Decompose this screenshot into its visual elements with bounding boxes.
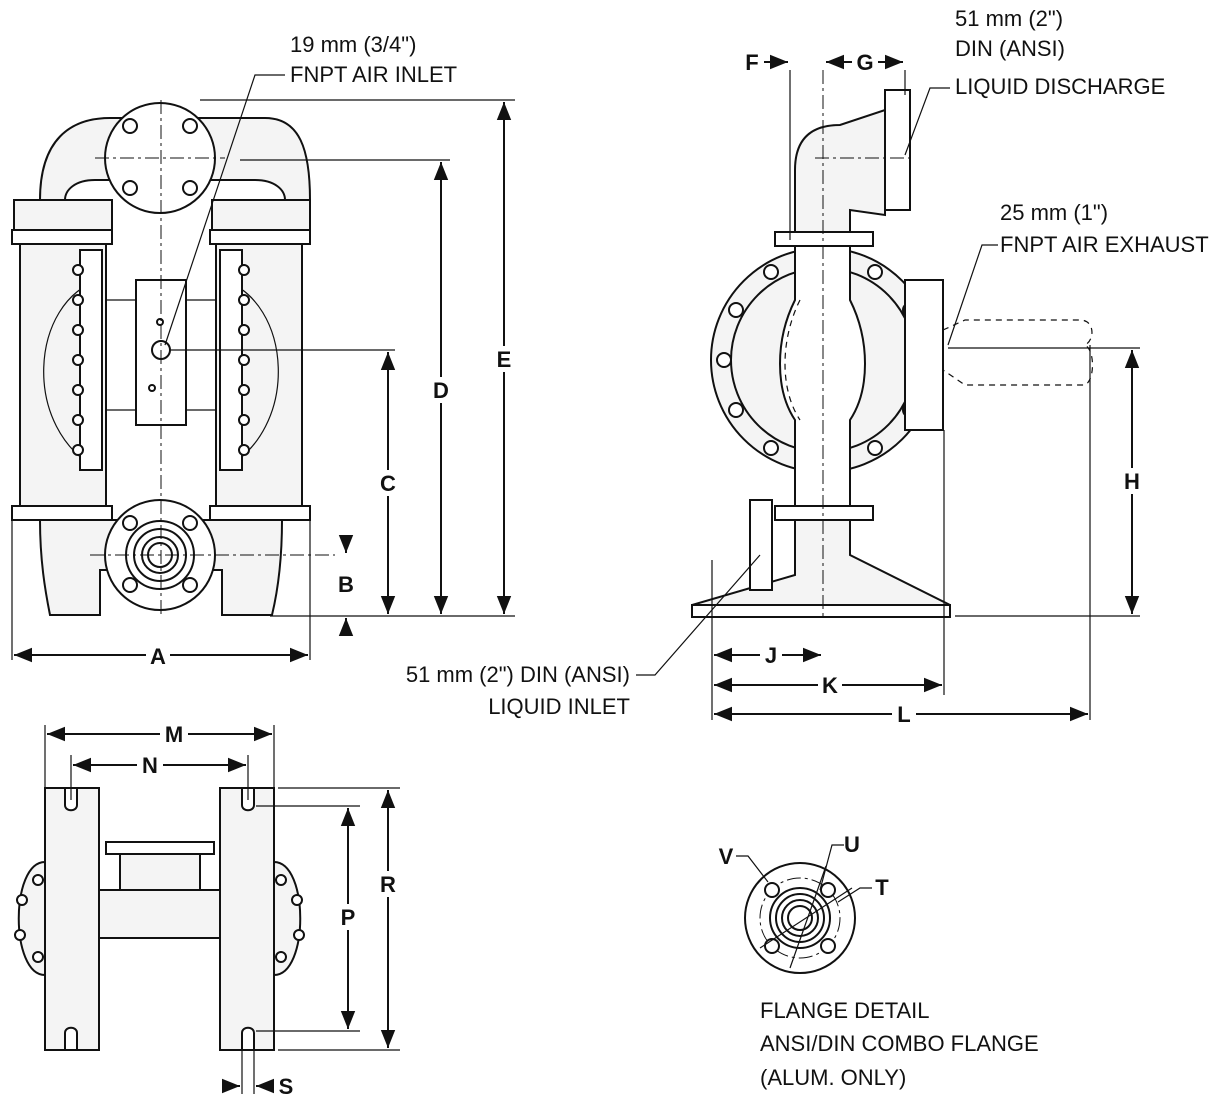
dim-N: N (142, 753, 158, 778)
exhaust-size-label: 25 mm (1") (1000, 200, 1108, 225)
inlet-flange-side (749, 499, 773, 591)
exhaust-type-label: FNPT AIR EXHAUST (1000, 232, 1209, 257)
dim-B: B (338, 572, 354, 597)
dim-D: D (433, 378, 449, 403)
dim-L: L (897, 702, 910, 727)
bottom-dimensions: M N P R S (44, 722, 400, 1098)
inlet-type-label: LIQUID INLET (488, 694, 630, 719)
dim-A: A (150, 644, 166, 669)
dim-H: H (1124, 469, 1140, 494)
inlet-size-label: 51 mm (2") DIN (ANSI) (406, 662, 630, 687)
dim-M: M (165, 722, 183, 747)
discharge-flange-side (884, 89, 911, 211)
dim-F: F (745, 50, 758, 75)
dim-T: T (875, 875, 889, 900)
dim-S: S (279, 1074, 294, 1098)
air-inlet-type-label: FNPT AIR INLET (290, 62, 457, 87)
flange-outer (744, 862, 856, 974)
air-inlet-size-label: 19 mm (3/4") (290, 32, 416, 57)
dim-V: V (719, 844, 734, 869)
dim-C: C (380, 471, 396, 496)
dim-G: G (856, 50, 873, 75)
discharge-std-label: DIN (ANSI) (955, 36, 1065, 61)
flange-detail: V U T FLANGE DETAIL ANSI/DIN COMBO FLANG… (719, 832, 1039, 1090)
dim-K: K (822, 673, 838, 698)
discharge-size-label: 51 mm (2") (955, 6, 1063, 31)
flange-type-label: ANSI/DIN COMBO FLANGE (760, 1031, 1039, 1056)
dim-J: J (765, 643, 777, 668)
side-dimensions: F G H J K L 51 mm (2") DIN (ANSI) LIQUID… (406, 6, 1209, 727)
flange-title-label: FLANGE DETAIL (760, 998, 930, 1023)
dim-P: P (341, 905, 356, 930)
dim-R: R (380, 872, 396, 897)
discharge-type-label: LIQUID DISCHARGE (955, 74, 1165, 99)
side-view (691, 70, 1094, 618)
front-view (11, 100, 335, 616)
dim-E: E (497, 347, 512, 372)
front-dimensions: A B C D E 19 mm (3/4") FNPT AIR INLET (11, 32, 516, 669)
flange-note-label: (ALUM. ONLY) (760, 1065, 906, 1090)
dim-U: U (844, 832, 860, 857)
bottom-view (14, 787, 305, 1051)
